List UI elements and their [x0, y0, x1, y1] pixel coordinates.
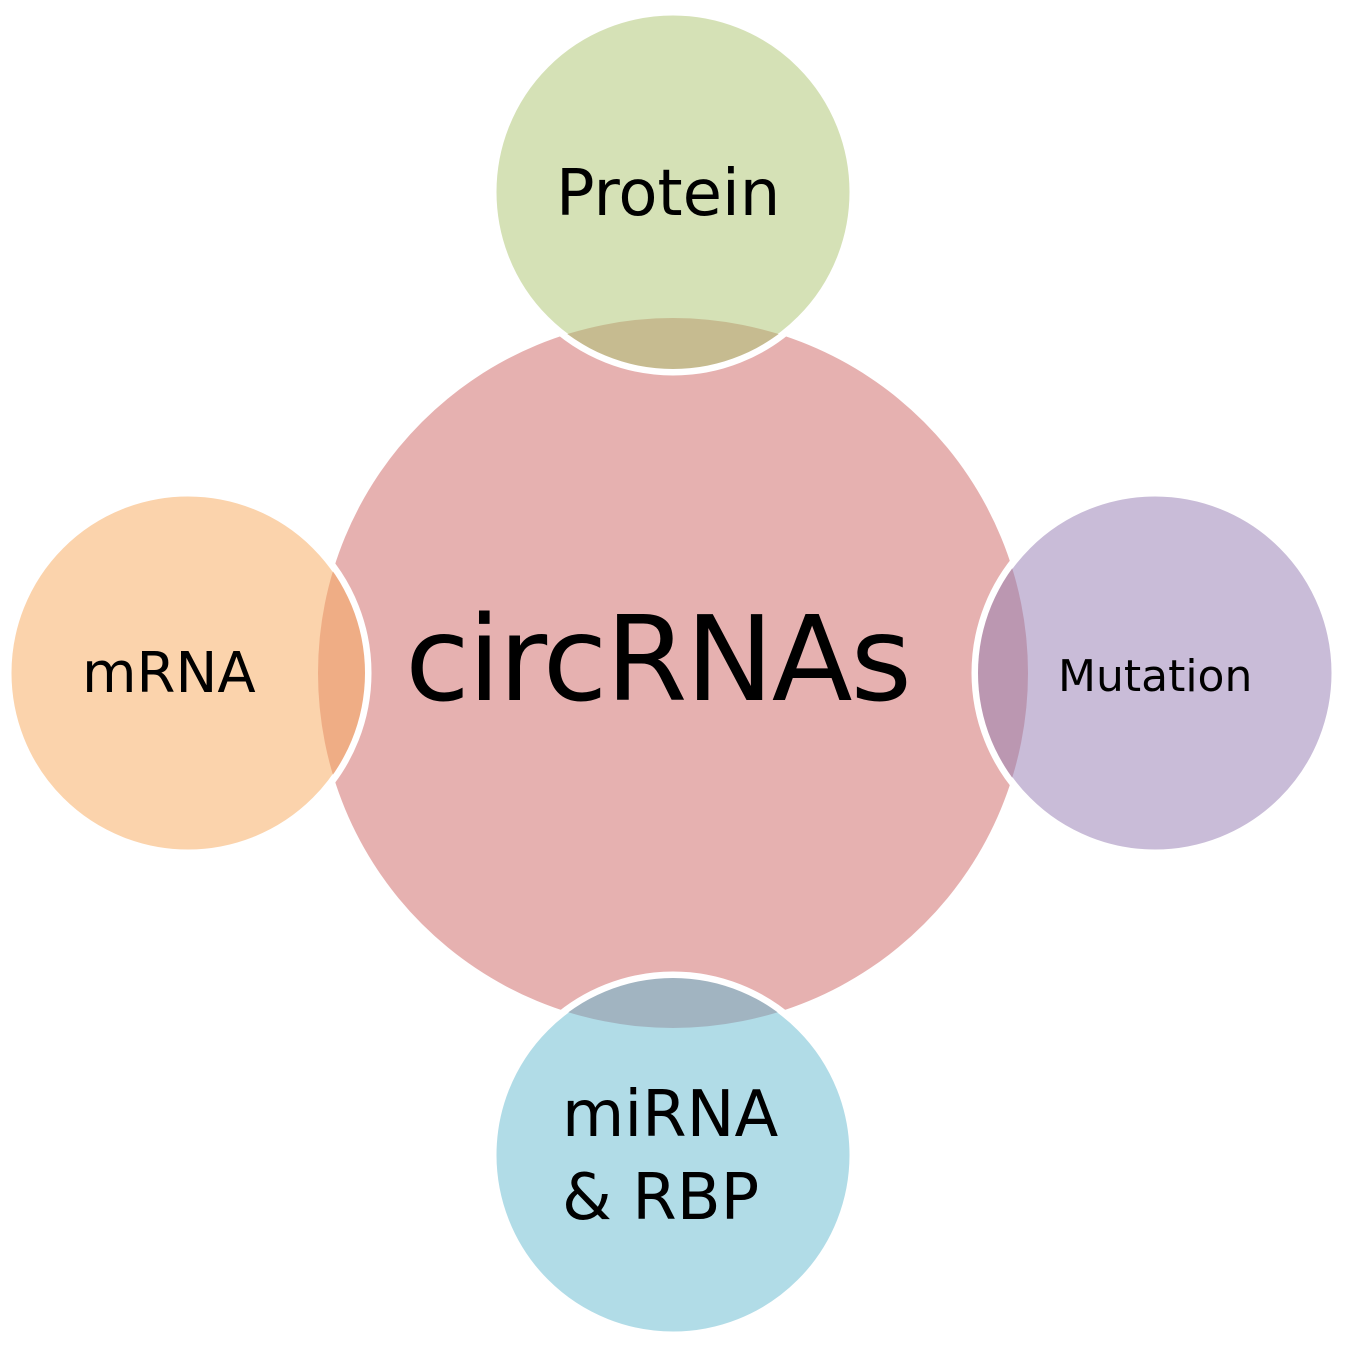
protein-label: Protein: [556, 157, 781, 231]
protein-circle: [489, 8, 857, 376]
mrna-circle: [4, 489, 372, 857]
center-circle: [318, 318, 1028, 1028]
mrna-label: mRNA: [82, 641, 256, 706]
rbp-label-line: & RBP: [562, 1161, 760, 1236]
mirna-rbp-label: miRNA & RBP: [562, 1074, 822, 1240]
mutation-label: Mutation: [1058, 651, 1253, 702]
mirna-label-line: miRNA: [562, 1078, 779, 1152]
mirna-rbp-circle: [489, 971, 857, 1339]
mutation-circle: [971, 489, 1339, 857]
center-label: circRNAs: [405, 590, 912, 728]
